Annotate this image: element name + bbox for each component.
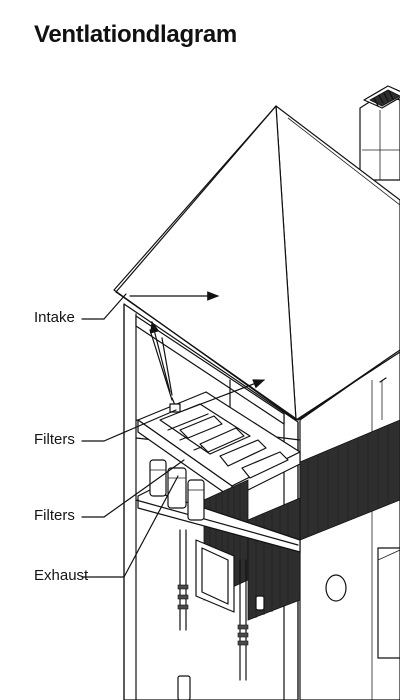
chimney [359,85,400,181]
doorway [195,539,235,613]
callout-leaders [81,293,185,578]
diagram-title: Ventlationdlagram [34,21,237,48]
callout-label-intake: Intake [34,309,75,326]
airflow-arrows [129,291,266,413]
pipes [177,529,265,700]
roof [113,105,400,421]
callout-label-filters-upper: Filters [34,431,75,448]
round-window [325,574,347,602]
callout-label-exhaust: Exhaust [34,567,89,584]
callout-label-filters-lower: Filters [34,507,75,524]
duct-housing [137,391,301,499]
